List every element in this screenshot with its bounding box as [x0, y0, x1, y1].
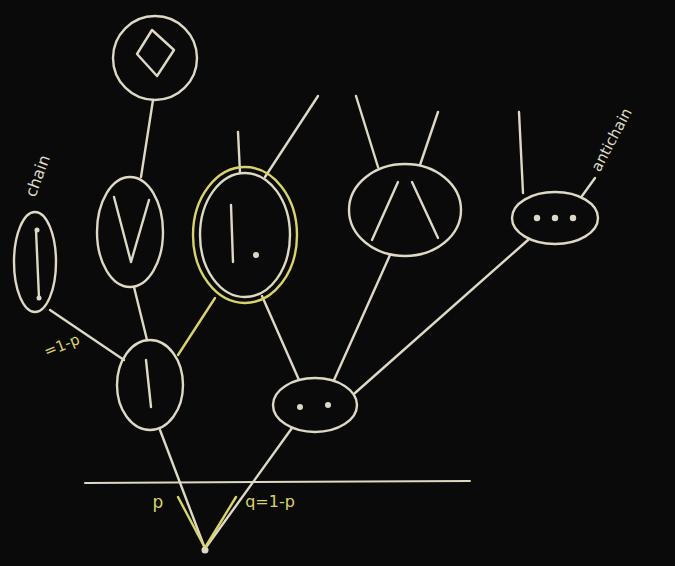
x-figure	[372, 182, 398, 240]
chalk-label: q=1-p	[245, 494, 295, 510]
highlight-line	[178, 497, 204, 546]
poset-ellipse: antichain	[510, 190, 600, 246]
top-circle	[113, 16, 197, 100]
dot	[253, 252, 259, 258]
hasse-line	[262, 296, 299, 380]
ellipse-outline	[12, 210, 58, 314]
ellipse-outline	[510, 190, 600, 246]
hasse-line	[207, 428, 292, 546]
rule-line	[85, 481, 470, 483]
x-ellipse	[349, 164, 461, 256]
lower-line-ellipse	[117, 340, 183, 430]
ellipse-outline	[512, 192, 598, 244]
dot	[35, 228, 40, 233]
hasse-line	[334, 255, 390, 380]
poset-ellipse: chain	[12, 210, 58, 314]
chain-figure	[36, 230, 39, 298]
diamond-figure	[137, 30, 174, 76]
dot	[297, 404, 303, 410]
hasse-line	[420, 112, 438, 165]
highlight-line	[178, 298, 215, 355]
hasse-line	[265, 96, 318, 177]
line-dot-figure	[231, 205, 233, 262]
hasse-line	[519, 112, 523, 193]
hasse-line	[356, 96, 378, 167]
line-figure	[146, 360, 151, 407]
v-ellipse	[97, 177, 163, 287]
leader-line	[582, 178, 595, 196]
hasse-line	[134, 287, 147, 340]
hasse-line	[355, 240, 528, 393]
ellipse-outline	[14, 212, 56, 312]
dot	[37, 296, 42, 301]
chalk-label: =1-p	[42, 332, 82, 360]
dot	[552, 215, 558, 221]
dot	[570, 215, 576, 221]
line-dot-ellipse	[200, 173, 290, 297]
hasse-line	[141, 100, 153, 177]
two-dot-ellipse	[273, 378, 357, 432]
dot	[534, 215, 540, 221]
hasse-line	[160, 430, 204, 546]
v-figure	[114, 197, 149, 262]
node-heading: antichain	[589, 106, 635, 174]
highlight-ring	[193, 167, 297, 303]
highlight-line	[206, 497, 236, 546]
chalk-label: p	[153, 494, 164, 511]
x-figure	[412, 182, 438, 238]
dot	[325, 402, 331, 408]
node-heading: chain	[23, 153, 53, 199]
bottom-point	[202, 547, 209, 554]
